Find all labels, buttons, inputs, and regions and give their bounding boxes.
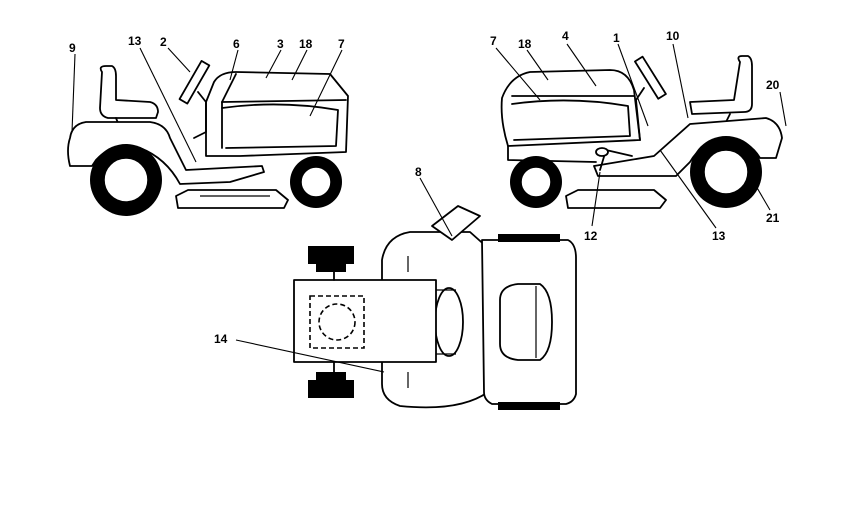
callout-label-3: 3 [277,37,284,51]
callout-label-10: 10 [666,29,680,43]
callout-label-12: 12 [584,229,598,243]
callout-label-20: 20 [766,78,780,92]
callout-labels: 9 13 2 6 3 18 7 7 18 4 1 10 20 21 13 12 … [69,29,780,346]
callout-label-7: 7 [338,37,345,51]
tractor-top-view [235,177,577,410]
tractor-side-view-right [495,43,787,229]
callout-label-14: 14 [214,332,228,346]
callout-label-18: 18 [299,37,313,51]
callout-label-9: 9 [69,41,76,55]
callout-label-13: 13 [712,229,726,243]
callout-label-4: 4 [562,29,569,43]
callout-label-8: 8 [415,165,422,179]
callout-label-2: 2 [160,35,167,49]
callout-label-6: 6 [233,37,240,51]
callout-label-7: 7 [490,34,497,48]
callout-label-1: 1 [613,31,620,45]
callout-label-13: 13 [128,34,142,48]
tractor-side-view-left [67,47,349,216]
callout-label-21: 21 [766,211,780,225]
callout-label-18: 18 [518,37,532,51]
